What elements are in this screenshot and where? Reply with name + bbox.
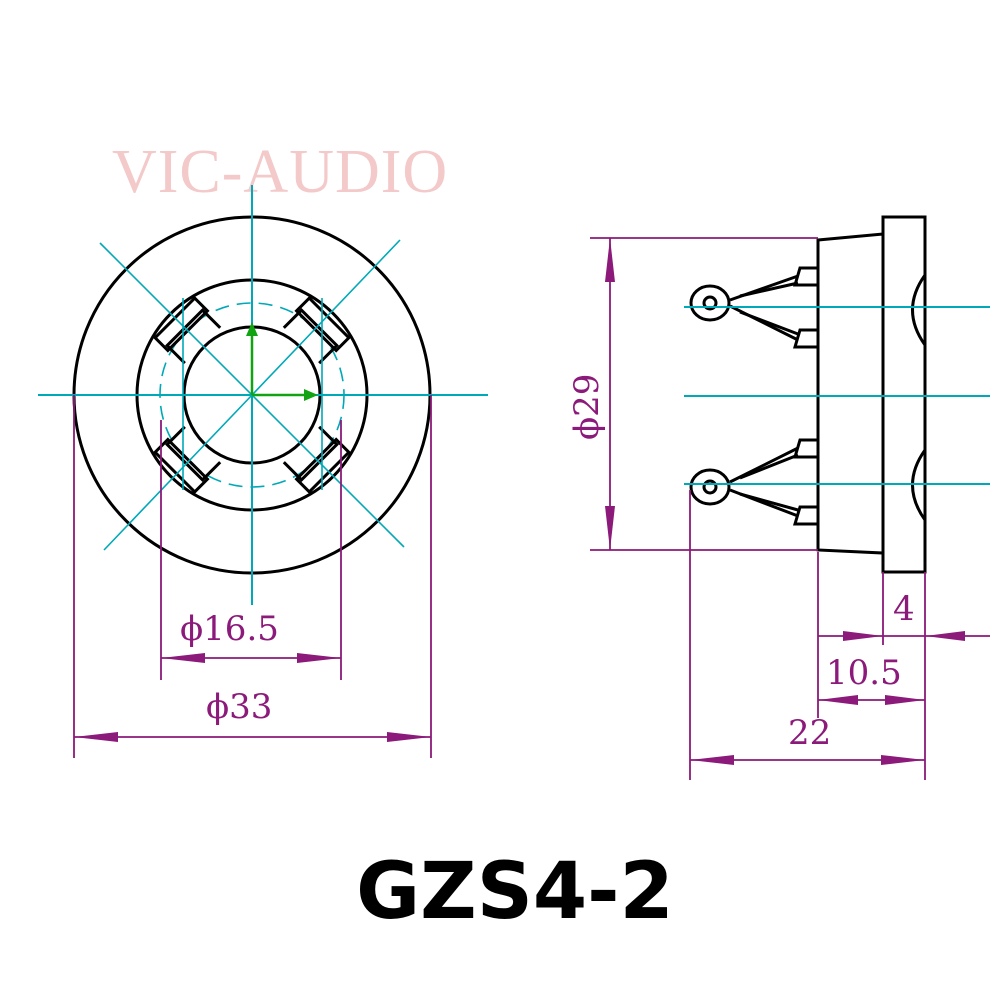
dim-10-5-label: 10.5 — [826, 653, 902, 693]
contact-tab-2 — [282, 296, 351, 365]
dim-29-arrow-top — [605, 238, 615, 282]
dim-4-arrow-right — [925, 631, 965, 641]
front-view: ϕ16.5 ϕ33 — [38, 185, 488, 758]
solder-terminal-lower — [689, 438, 818, 526]
flange-slot-upper — [911, 274, 927, 346]
dim-33-arrow-left — [74, 732, 118, 742]
dim-16-5-arrow-right — [297, 653, 341, 663]
model-label: GZS4-2 — [356, 847, 674, 937]
dim-4-label: 4 — [893, 589, 915, 629]
dim-33-arrow-right — [387, 732, 431, 742]
side-body — [816, 232, 885, 555]
contact-tab-4 — [153, 425, 222, 494]
side-view: ϕ29 4 10.5 22 — [567, 215, 990, 780]
solder-terminal-upper — [689, 266, 818, 349]
dim-29-label: ϕ29 — [567, 374, 607, 440]
dim-16-5-arrow-left — [161, 653, 205, 663]
watermark: VIC-AUDIO — [112, 138, 448, 206]
dim-10-5-arrow-left — [818, 695, 858, 705]
dim-10-5-arrow-right — [885, 695, 925, 705]
axis-y-arrowhead — [246, 322, 258, 336]
dim-22-arrow-right — [881, 755, 925, 765]
dim-33-label: ϕ33 — [206, 687, 272, 727]
dim-4-arrow-left — [843, 631, 883, 641]
dim-16-5-label: ϕ16.5 — [180, 609, 279, 649]
side-flange — [881, 215, 927, 574]
axis-x-arrowhead — [304, 389, 318, 401]
dim-22-arrow-left — [690, 755, 734, 765]
dim-29-arrow-bottom — [605, 506, 615, 550]
dim-22-label: 22 — [788, 713, 831, 753]
